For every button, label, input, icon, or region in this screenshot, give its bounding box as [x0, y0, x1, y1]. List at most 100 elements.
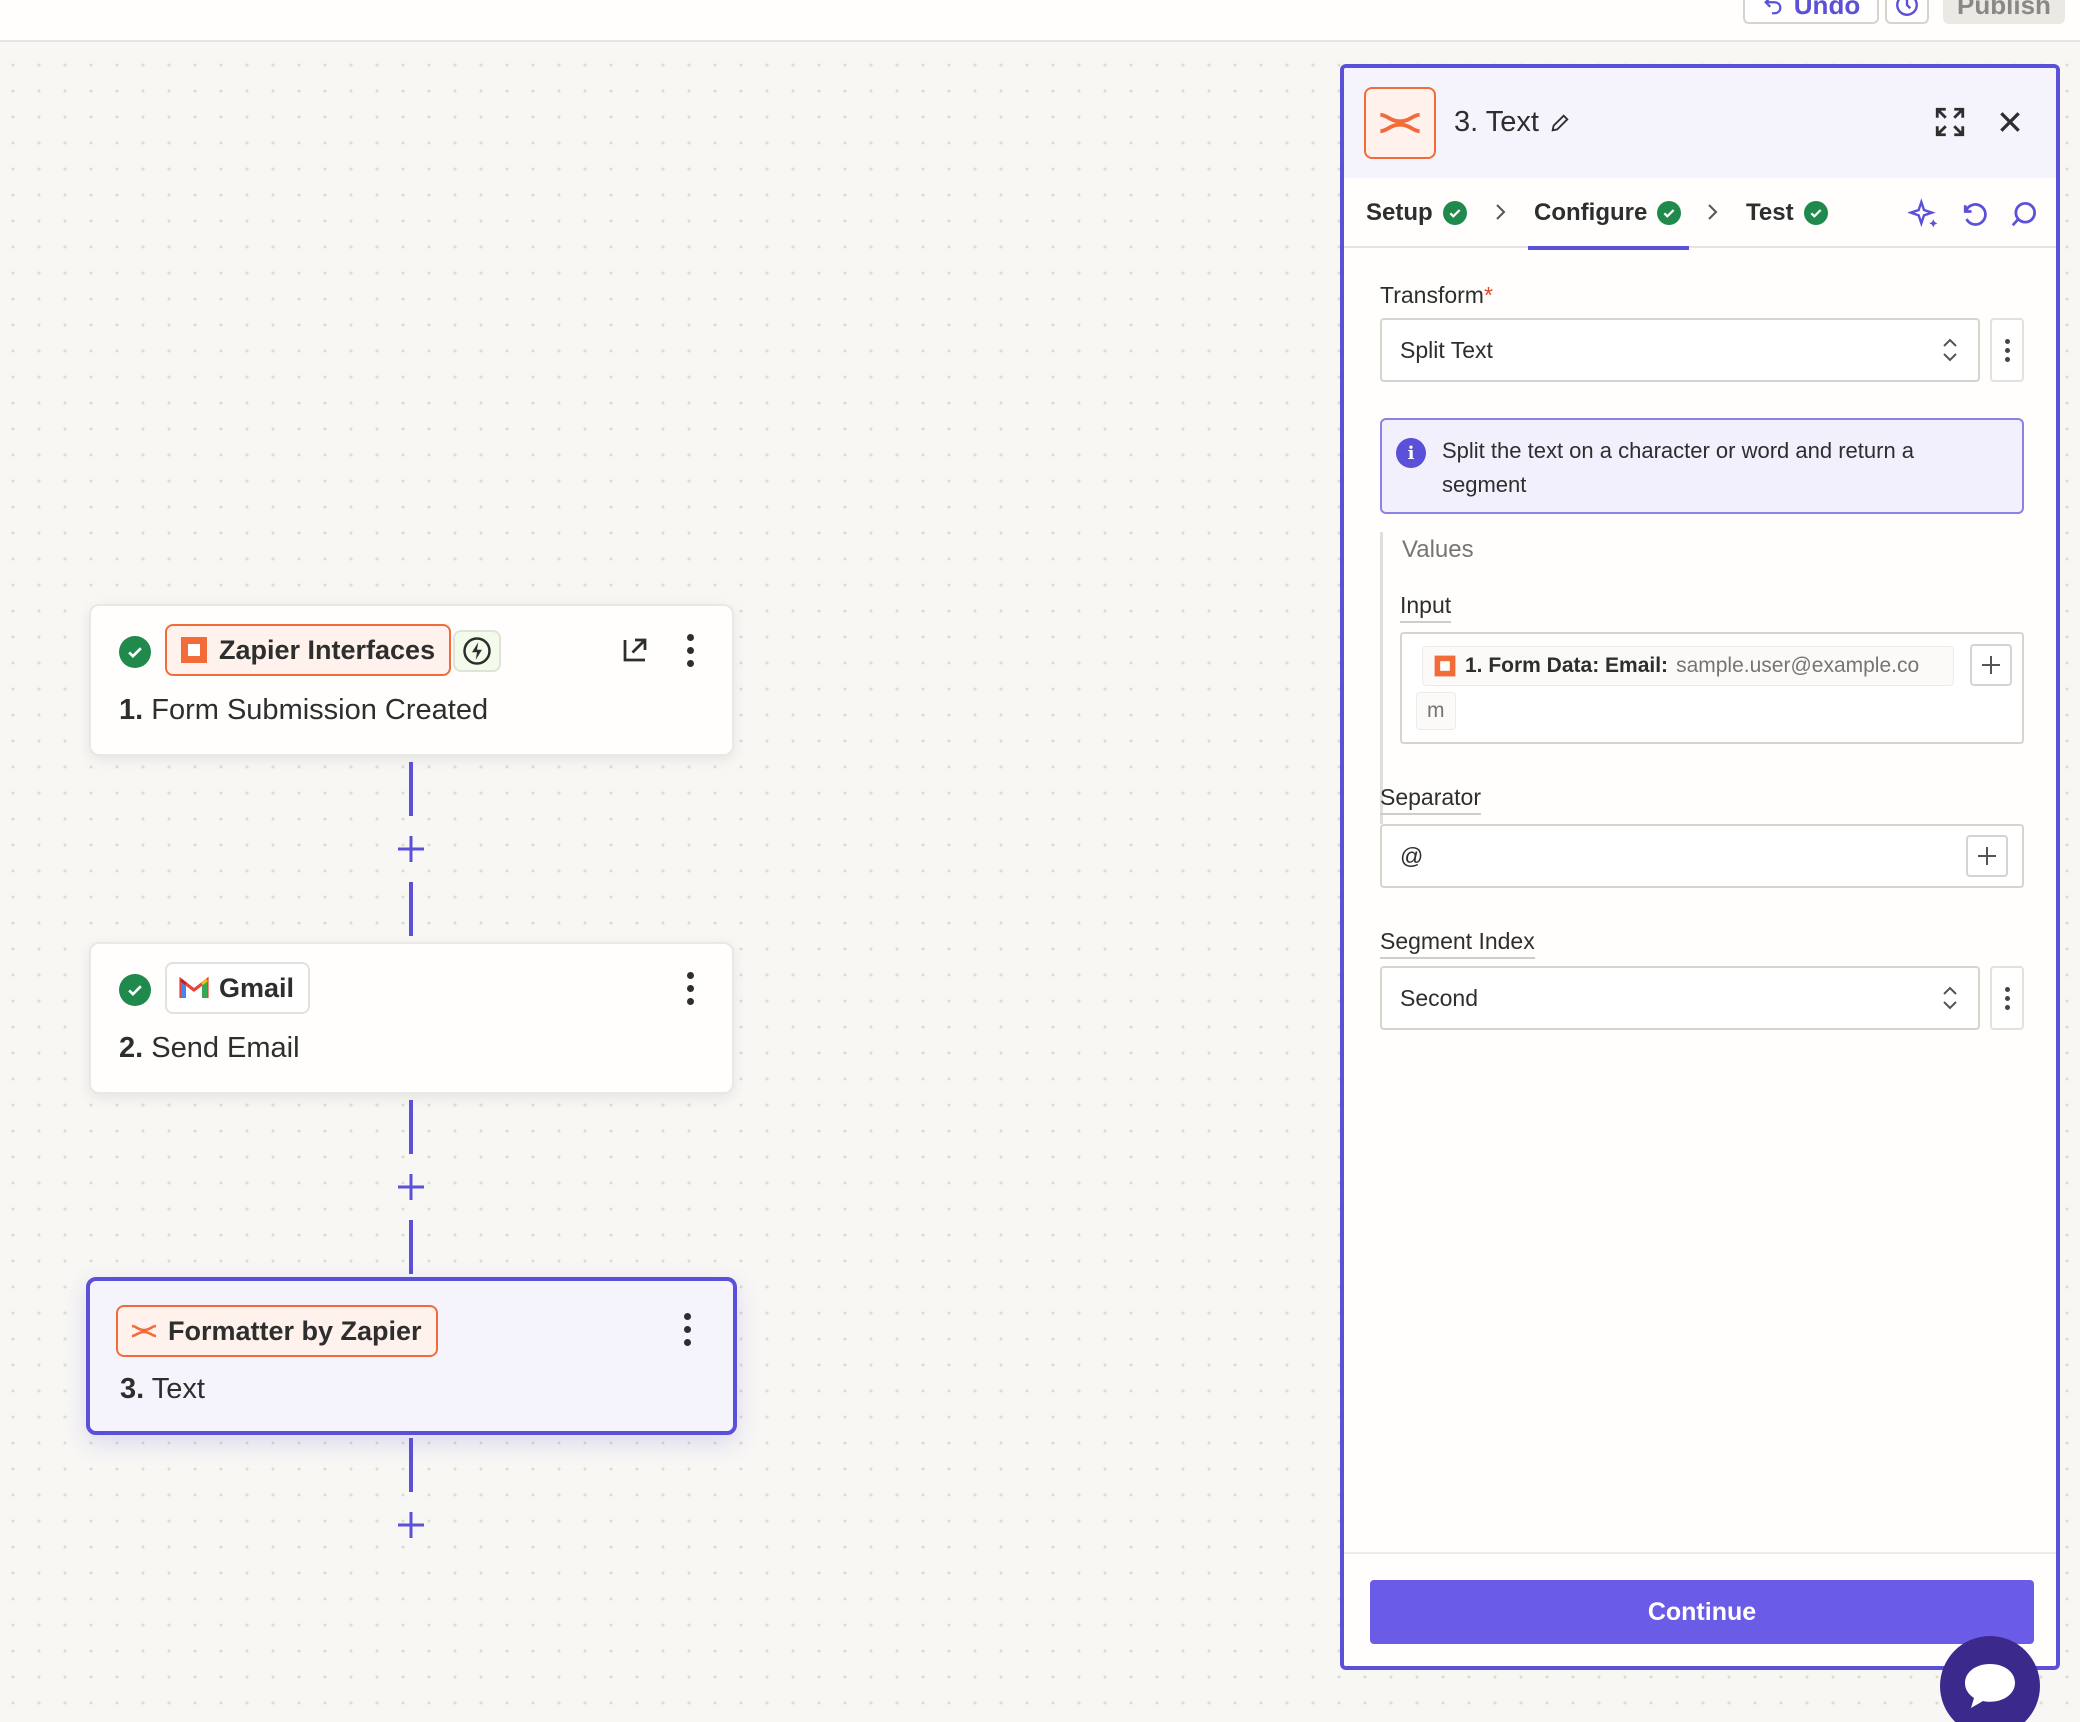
app-pill-zapier-interfaces[interactable]: Zapier Interfaces — [165, 624, 452, 676]
connector-line — [409, 1100, 413, 1154]
transform-select[interactable]: Split Text — [1380, 318, 1980, 382]
zapier-interfaces-icon — [1434, 655, 1456, 677]
tab-setup[interactable]: Setup — [1366, 178, 1467, 248]
close-button[interactable] — [1990, 102, 2030, 142]
panel-title[interactable]: 3. Text — [1454, 106, 1571, 139]
values-heading: Values — [1402, 536, 1474, 563]
step-editor-panel: 3. Text Setup Configure Test — [1340, 64, 2060, 1670]
chevron-updown-icon — [1943, 338, 1957, 362]
app-name: Formatter by Zapier — [168, 1315, 422, 1346]
sparkle-icon — [1908, 198, 1938, 228]
tab-label: Setup — [1366, 199, 1433, 226]
step-node-1[interactable]: Zapier Interfaces 1. Form Submission Cre… — [89, 604, 734, 756]
panel-header: 3. Text — [1344, 68, 2056, 178]
comment-button[interactable] — [2004, 194, 2044, 234]
transform-label: Transform* — [1380, 282, 1493, 308]
insert-data-button[interactable] — [1966, 835, 2008, 877]
node-menu-button[interactable] — [675, 628, 705, 672]
ai-assist-button[interactable] — [1904, 194, 1944, 234]
info-icon: i — [1396, 438, 1426, 468]
node-title: 2. Send Email — [119, 1032, 300, 1064]
comment-icon — [2011, 202, 2036, 227]
insert-data-button[interactable] — [1970, 644, 2012, 686]
mapped-field-chip[interactable]: 1. Form Data: Email: sample.user@example… — [1422, 646, 1954, 686]
external-link-icon — [623, 638, 647, 662]
check-icon — [1442, 201, 1467, 225]
app-name: Gmail — [219, 972, 295, 1003]
chevron-right-icon — [1496, 204, 1506, 220]
check-icon — [119, 636, 151, 668]
top-bar: Undo Publish — [0, 0, 2080, 42]
segment-index-select[interactable]: Second — [1380, 966, 1980, 1030]
separator-label: Separator — [1380, 784, 1482, 815]
connector-line — [409, 882, 413, 936]
chip-label: 1. Form Data: Email: — [1465, 654, 1669, 677]
connector-line — [409, 762, 413, 816]
chat-icon — [1965, 1664, 2015, 1708]
transform-value: Split Text — [1400, 336, 1493, 363]
node-menu-button[interactable] — [672, 1307, 702, 1351]
open-external-button[interactable] — [615, 630, 655, 670]
refresh-icon — [1963, 203, 1987, 226]
node-title: 1. Form Submission Created — [119, 694, 489, 726]
connector-line — [409, 1438, 413, 1492]
panel-title-text: 3. Text — [1454, 106, 1539, 138]
tab-label: Configure — [1534, 199, 1648, 226]
node-title: 3. Text — [120, 1373, 205, 1405]
pencil-icon[interactable] — [1549, 112, 1571, 134]
info-text: Split the text on a character or word an… — [1442, 438, 1915, 497]
plus-icon — [1982, 656, 2000, 674]
tab-configure[interactable]: Configure — [1527, 178, 1690, 250]
step-node-3[interactable]: Formatter by Zapier 3. Text — [86, 1277, 737, 1435]
values-group — [1380, 532, 2024, 824]
add-step-button[interactable] — [394, 832, 428, 866]
chip-value: sample.user@example.co — [1676, 654, 1920, 677]
trigger-badge — [453, 630, 501, 672]
undo-icon — [1763, 0, 1782, 15]
input-label: Input — [1400, 592, 1452, 623]
separator-input[interactable]: @ — [1380, 824, 2024, 888]
version-history-button[interactable] — [1885, 0, 1929, 24]
separator-value: @ — [1400, 842, 1424, 869]
lightning-icon — [463, 637, 491, 665]
publish-label: Publish — [1957, 0, 2051, 20]
step-tabs: Setup Configure Test — [1344, 178, 2056, 250]
plus-icon — [398, 1512, 424, 1538]
formatter-logo — [1364, 87, 1436, 159]
publish-button[interactable]: Publish — [1943, 0, 2065, 24]
formatter-icon — [131, 1324, 157, 1338]
zapier-interfaces-icon — [181, 637, 207, 663]
plus-icon — [1978, 847, 1996, 865]
continue-button[interactable]: Continue — [1370, 1580, 2034, 1644]
expand-button[interactable] — [1930, 102, 1970, 142]
plus-icon — [398, 1174, 424, 1200]
app-pill-gmail[interactable]: Gmail — [165, 962, 311, 1014]
segment-index-options-button[interactable] — [1990, 966, 2024, 1030]
panel-footer: Continue — [1344, 1552, 2056, 1666]
node-menu-button[interactable] — [675, 966, 705, 1010]
step-node-2[interactable]: Gmail 2. Send Email — [89, 942, 734, 1094]
add-step-button[interactable] — [394, 1170, 428, 1204]
input-field[interactable]: 1. Form Data: Email: sample.user@example… — [1400, 632, 2024, 744]
expand-icon — [1935, 107, 1965, 137]
tab-test[interactable]: Test — [1746, 178, 1828, 248]
undo-button[interactable]: Undo — [1743, 0, 1879, 24]
chip-value-continued: m — [1416, 692, 1456, 730]
undo-label: Undo — [1793, 0, 1861, 20]
chat-launcher-button[interactable] — [1940, 1636, 2040, 1722]
segment-index-value: Second — [1400, 984, 1479, 1011]
transform-options-button[interactable] — [1990, 318, 2024, 382]
add-step-button[interactable] — [394, 1508, 428, 1542]
refresh-button[interactable] — [1954, 194, 1994, 234]
transform-info-box: i Split the text on a character or word … — [1380, 418, 2024, 514]
check-icon — [1803, 201, 1828, 225]
history-icon — [1896, 0, 1918, 16]
app-name: Zapier Interfaces — [219, 634, 436, 665]
check-icon — [119, 974, 151, 1006]
connector-line — [409, 1220, 413, 1274]
app-pill-formatter[interactable]: Formatter by Zapier — [116, 1305, 438, 1357]
close-icon — [2000, 112, 2020, 132]
segment-index-label: Segment Index — [1380, 928, 1535, 959]
tab-label: Test — [1746, 199, 1794, 226]
gmail-icon — [179, 976, 209, 998]
